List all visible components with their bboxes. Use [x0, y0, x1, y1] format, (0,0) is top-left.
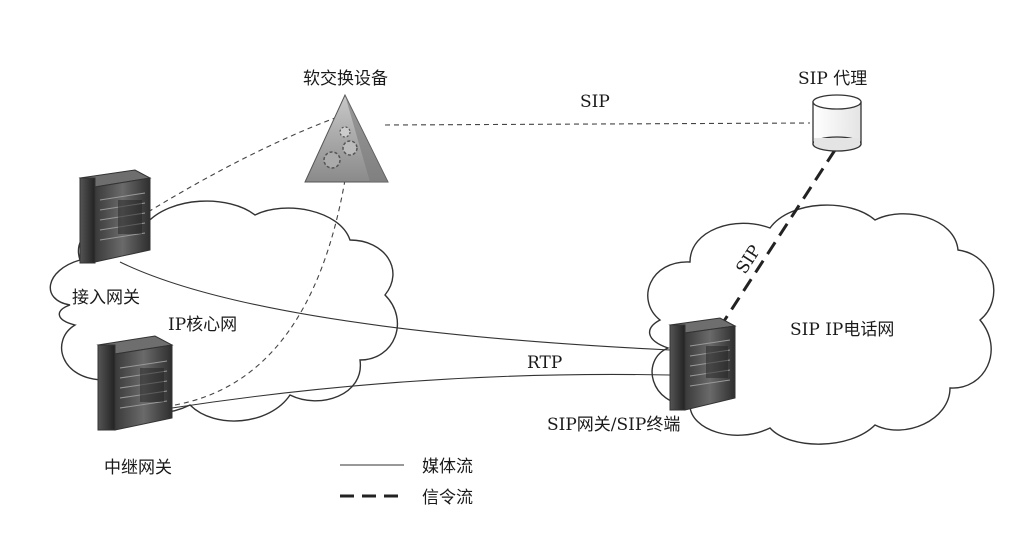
media-line-access-sipgw [119, 261, 671, 351]
signal-line-access-softswitch [147, 117, 336, 213]
trunk-gateway-label: 中继网关 [104, 458, 172, 478]
sip-diagonal-label: SIP [732, 242, 765, 278]
signal-line-softswitch-proxy [384, 122, 811, 126]
sip-gateway-server-icon [668, 317, 737, 411]
sip-gateway-label: SIP网关/SIP终端 [547, 415, 681, 435]
softswitch-icon [304, 93, 389, 183]
legend-media: 媒体流 [340, 452, 473, 477]
signal-line-proxy-sipgw [713, 149, 837, 336]
sip-proxy-label: SIP 代理 [798, 69, 868, 89]
sip-link-label: SIP [580, 92, 610, 112]
legend-signal-line [340, 494, 404, 497]
softswitch-label: 软交换设备 [303, 69, 388, 89]
access-gateway-server-icon [78, 169, 152, 264]
access-gateway-label: 接入网关 [72, 288, 140, 308]
legend-media-line [340, 463, 404, 466]
database-icon [812, 94, 862, 152]
legend-media-label: 媒体流 [422, 457, 473, 477]
trunk-gateway-server-icon [96, 335, 174, 431]
ip-core-label: IP核心网 [168, 315, 238, 335]
legend-signal-label: 信令流 [422, 488, 473, 508]
legend-signal: 信令流 [340, 483, 473, 508]
sip-ip-phone-label: SIP IP电话网 [790, 320, 895, 340]
media-line-trunk-sipgw [171, 373, 671, 409]
rtp-label: RTP [527, 353, 563, 373]
